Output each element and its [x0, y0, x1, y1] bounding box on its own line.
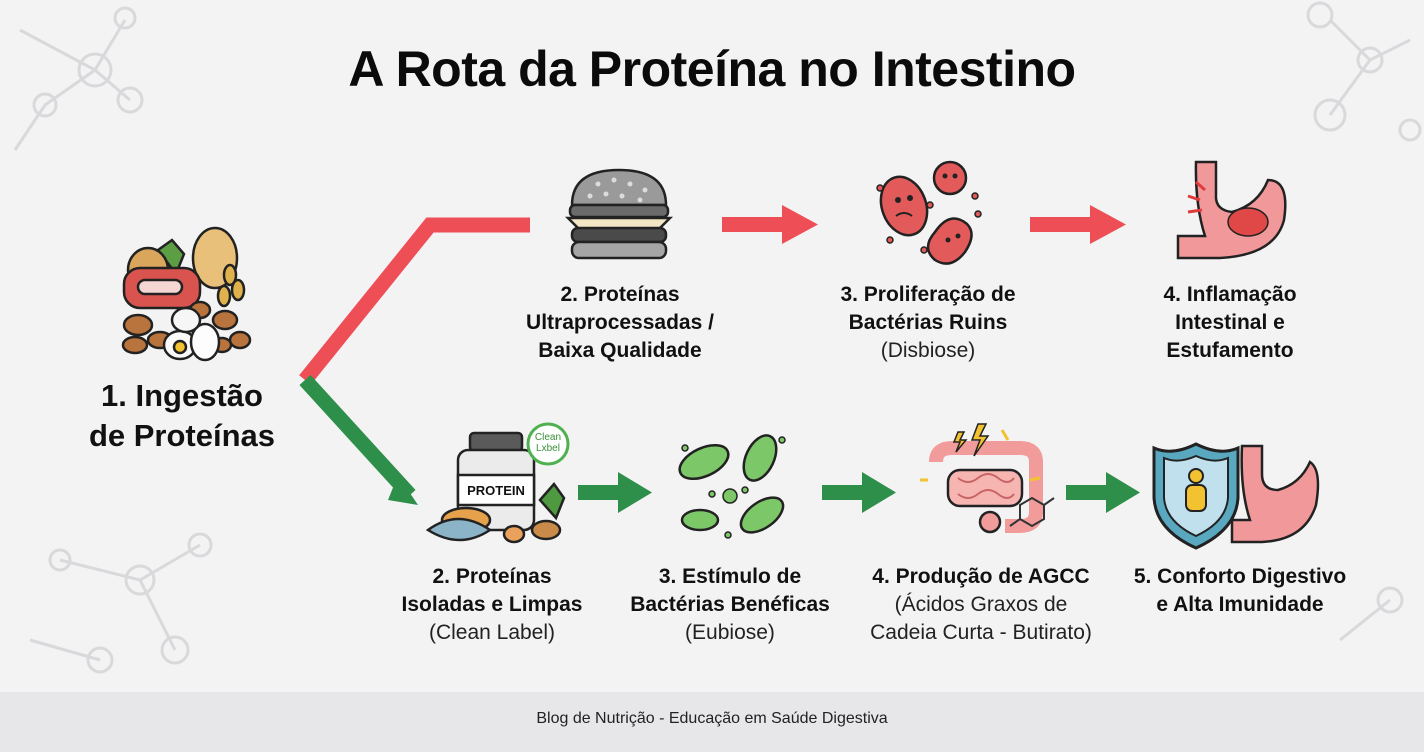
good-step-2-line2: Isoladas e Limpas — [401, 593, 583, 616]
good-step-4-label: 4. Produção de AGCC (Ácidos Graxos de Ca… — [846, 563, 1116, 647]
good-step-4-line1: 4. Produção de AGCC — [872, 565, 1090, 588]
arrow-right-icon — [1106, 472, 1140, 513]
bad-step-3-label: 3. Proliferação de Bactérias Ruins (Disb… — [808, 281, 1048, 365]
bad-step-4-line2: Intestinal e — [1175, 311, 1285, 334]
start-label-line1: 1. Ingestão — [101, 378, 263, 413]
start-label: 1. Ingestão de Proteínas — [62, 376, 302, 456]
good-step-5-line2: e Alta Imunidade — [1156, 593, 1324, 616]
bad-step-3-note: (Disbiose) — [880, 339, 976, 362]
good-step-4-note: (Ácidos Graxos de Cadeia Curta - Butirat… — [870, 593, 1092, 644]
footer-text: Blog de Nutrição - Educação em Saúde Dig… — [536, 710, 888, 727]
bad-step-2-line2: Ultraprocessadas / — [526, 311, 714, 334]
bad-step-4-line3: Estufamento — [1166, 339, 1294, 362]
bad-step-2-line3: Baixa Qualidade — [538, 339, 702, 362]
bad-step-3-line2: Bactérias Ruins — [848, 311, 1008, 334]
bad-step-3-line1: 3. Proliferação de — [840, 283, 1016, 306]
page-title: A Rota da Proteína no Intestino — [348, 41, 1076, 97]
arrow-right-icon — [1090, 205, 1126, 244]
good-step-3-note: (Eubiose) — [685, 621, 775, 644]
good-step-2-line1: 2. Proteínas — [432, 565, 552, 588]
good-step-5-line1: 5. Conforto Digestivo — [1133, 565, 1347, 588]
bad-branch-line — [299, 217, 530, 385]
arrow-right-icon — [862, 472, 896, 513]
good-branch-line — [299, 374, 416, 501]
good-step-5-label: 5. Conforto Digestivo e Alta Imunidade — [1110, 563, 1370, 619]
good-step-3-label: 3. Estímulo de Bactérias Benéficas (Eubi… — [610, 563, 850, 647]
good-step-2-note: (Clean Label) — [428, 621, 556, 644]
start-label-line2: de Proteínas — [88, 418, 276, 453]
bad-step-2-label: 2. Proteínas Ultraprocessadas / Baixa Qu… — [500, 281, 740, 365]
arrow-right-icon — [782, 205, 818, 244]
arrow-right-icon — [618, 472, 652, 513]
bad-step-4-line1: 4. Inflamação — [1163, 283, 1297, 306]
good-step-3-line2: Bactérias Benéficas — [630, 593, 830, 616]
protein-jar-label: PROTEIN — [467, 483, 525, 498]
footer: Blog de Nutrição - Educação em Saúde Dig… — [0, 692, 1424, 752]
bad-step-4-label: 4. Inflamação Intestinal e Estufamento — [1110, 281, 1350, 365]
bad-step-2-line1: 2. Proteínas — [560, 283, 680, 306]
good-step-2-label: 2. Proteínas Isoladas e Limpas (Clean La… — [372, 563, 612, 647]
clean-label-badge: Clean Lxbel — [534, 432, 562, 454]
good-step-3-line1: 3. Estímulo de — [658, 565, 802, 588]
